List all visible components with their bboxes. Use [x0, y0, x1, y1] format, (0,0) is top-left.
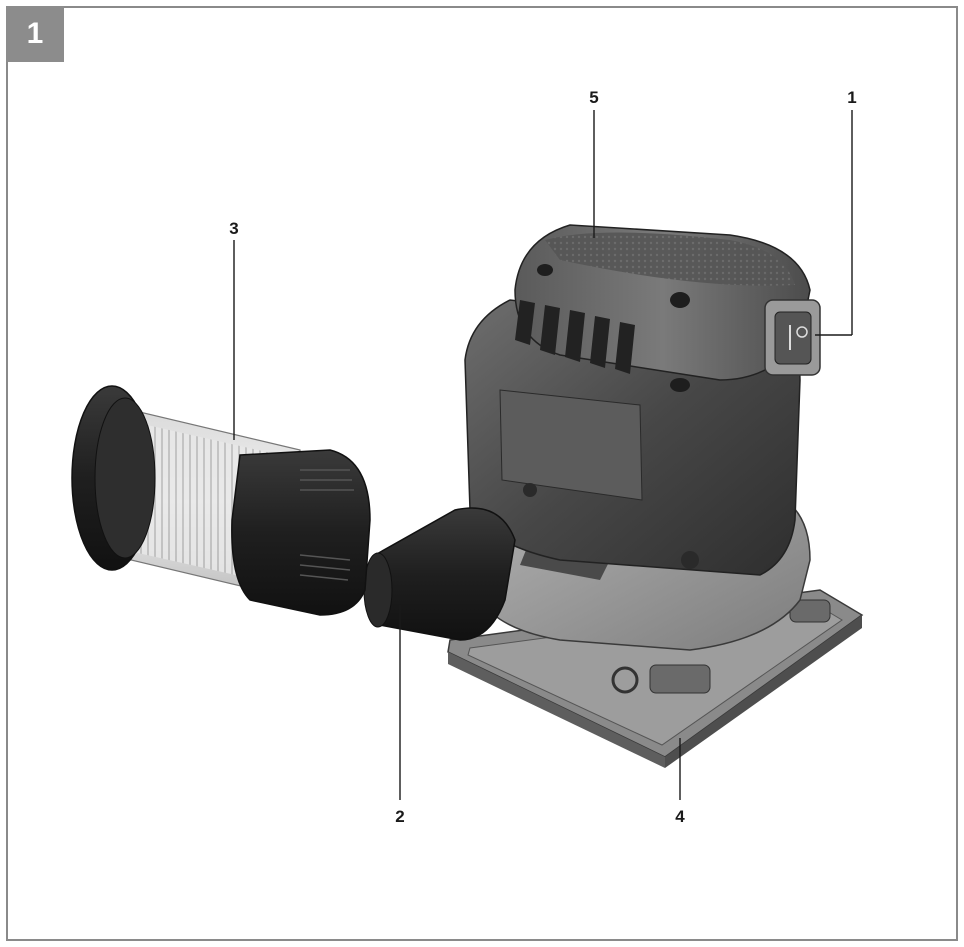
callout-label-1: 1	[847, 88, 856, 107]
callout-label-5: 5	[589, 88, 598, 107]
figure-number-badge: 1	[6, 6, 64, 62]
top-handle	[514, 224, 811, 392]
on-off-switch	[764, 299, 821, 376]
callout-label-2: 2	[395, 807, 404, 826]
dust-canister	[71, 385, 371, 616]
leader-lines	[233, 110, 853, 800]
extraction-nozzle	[363, 507, 516, 641]
callout-label-4: 4	[675, 807, 685, 826]
figure-frame	[6, 6, 958, 941]
callout-label-3: 3	[229, 219, 238, 238]
